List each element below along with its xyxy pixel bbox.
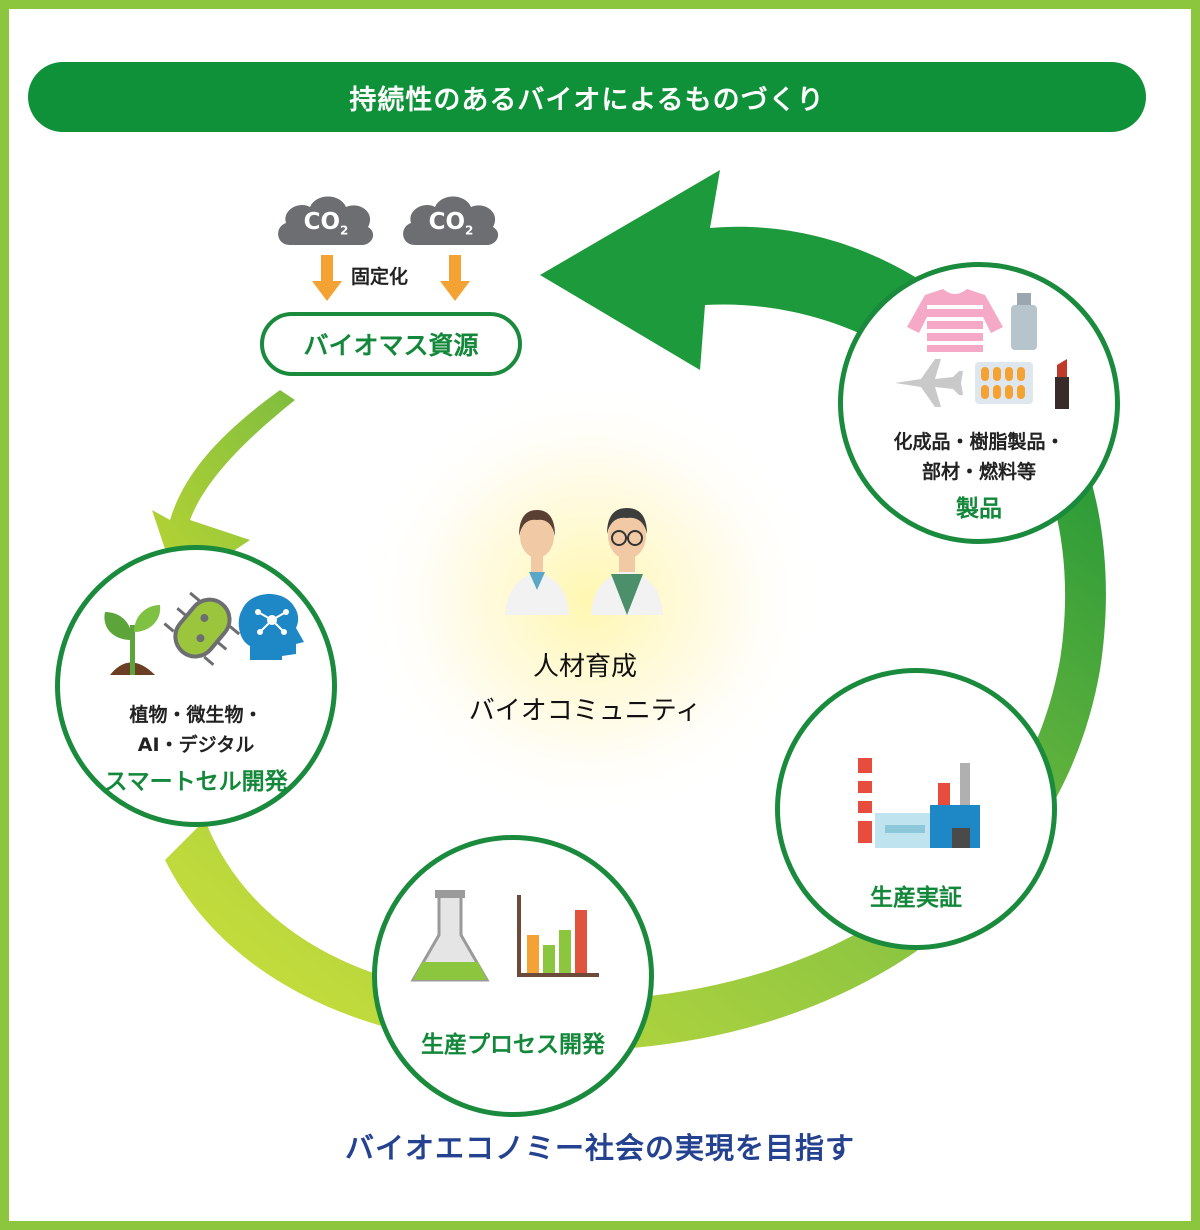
- down-arrow-icon: [440, 255, 470, 301]
- airplane-icon: [895, 359, 963, 407]
- products-line2: 部材・燃料等: [921, 461, 1036, 483]
- microbe-icon: [163, 591, 241, 666]
- female-researcher-icon: [505, 510, 569, 615]
- flask-icon: [410, 890, 490, 982]
- center-line2: バイオコミュニティ: [468, 696, 702, 726]
- co2-label-right: CO2: [428, 209, 474, 238]
- researchers-illustration: [505, 508, 663, 615]
- co2-label-left: CO2: [303, 209, 349, 238]
- smart-cell-line1: 植物・微生物・: [129, 704, 263, 726]
- title-text: 持続性のあるバイオによるものづくり: [349, 84, 825, 116]
- male-researcher-icon: [591, 508, 663, 615]
- smart-cell-line2: AI・デジタル: [137, 734, 255, 756]
- node-demo: 生産実証: [775, 668, 1057, 950]
- cloud-icon: [403, 196, 499, 245]
- biomass-label: バイオマス資源: [303, 331, 479, 360]
- sweater-icon: [907, 289, 1003, 352]
- products-title: 製品: [956, 496, 1002, 522]
- title-banner: 持続性のあるバイオによるものづくり: [28, 62, 1146, 132]
- goal-text: バイオエコノミー社会の実現を目指す: [344, 1131, 855, 1165]
- smart-cell-icons: [104, 591, 304, 675]
- product-icons: [895, 289, 1069, 409]
- products-line1: 化成品・樹脂製品・: [893, 431, 1065, 453]
- biomass-box: バイオマス資源: [260, 312, 522, 376]
- down-arrow-icon: [312, 255, 342, 301]
- process-icons: [410, 890, 599, 982]
- demo-title: 生産実証: [870, 885, 962, 911]
- left-arrow: [152, 390, 295, 588]
- smart-cell-title: スマートセル開発: [104, 769, 288, 795]
- node-smart-cell: 植物・微生物・ AI・デジタル スマートセル開発: [55, 545, 337, 827]
- bar-chart-icon: [517, 895, 599, 977]
- sprout-icon: [104, 605, 161, 675]
- lipstick-icon: [1055, 359, 1069, 409]
- center-label: 人材育成 バイオコミュニティ: [420, 645, 750, 733]
- bottle-icon: [1011, 293, 1037, 350]
- center-glow: [360, 380, 820, 820]
- cloud-icon: [278, 196, 374, 245]
- demo-icons: [858, 758, 980, 848]
- co2-cloud-left: CO2: [272, 187, 380, 251]
- co2-cloud-right: CO2: [397, 187, 505, 251]
- center-line1: 人材育成: [532, 652, 637, 682]
- process-title: 生産プロセス開発: [421, 1032, 605, 1058]
- node-process: 生産プロセス開発: [372, 835, 654, 1117]
- ai-head-icon: [238, 593, 304, 660]
- node-products: 化成品・樹脂製品・ 部材・燃料等 製品: [838, 262, 1120, 544]
- factory-icon: [858, 758, 980, 848]
- fixation-label: 固定化: [351, 266, 409, 288]
- pill-pack-icon: [975, 362, 1033, 404]
